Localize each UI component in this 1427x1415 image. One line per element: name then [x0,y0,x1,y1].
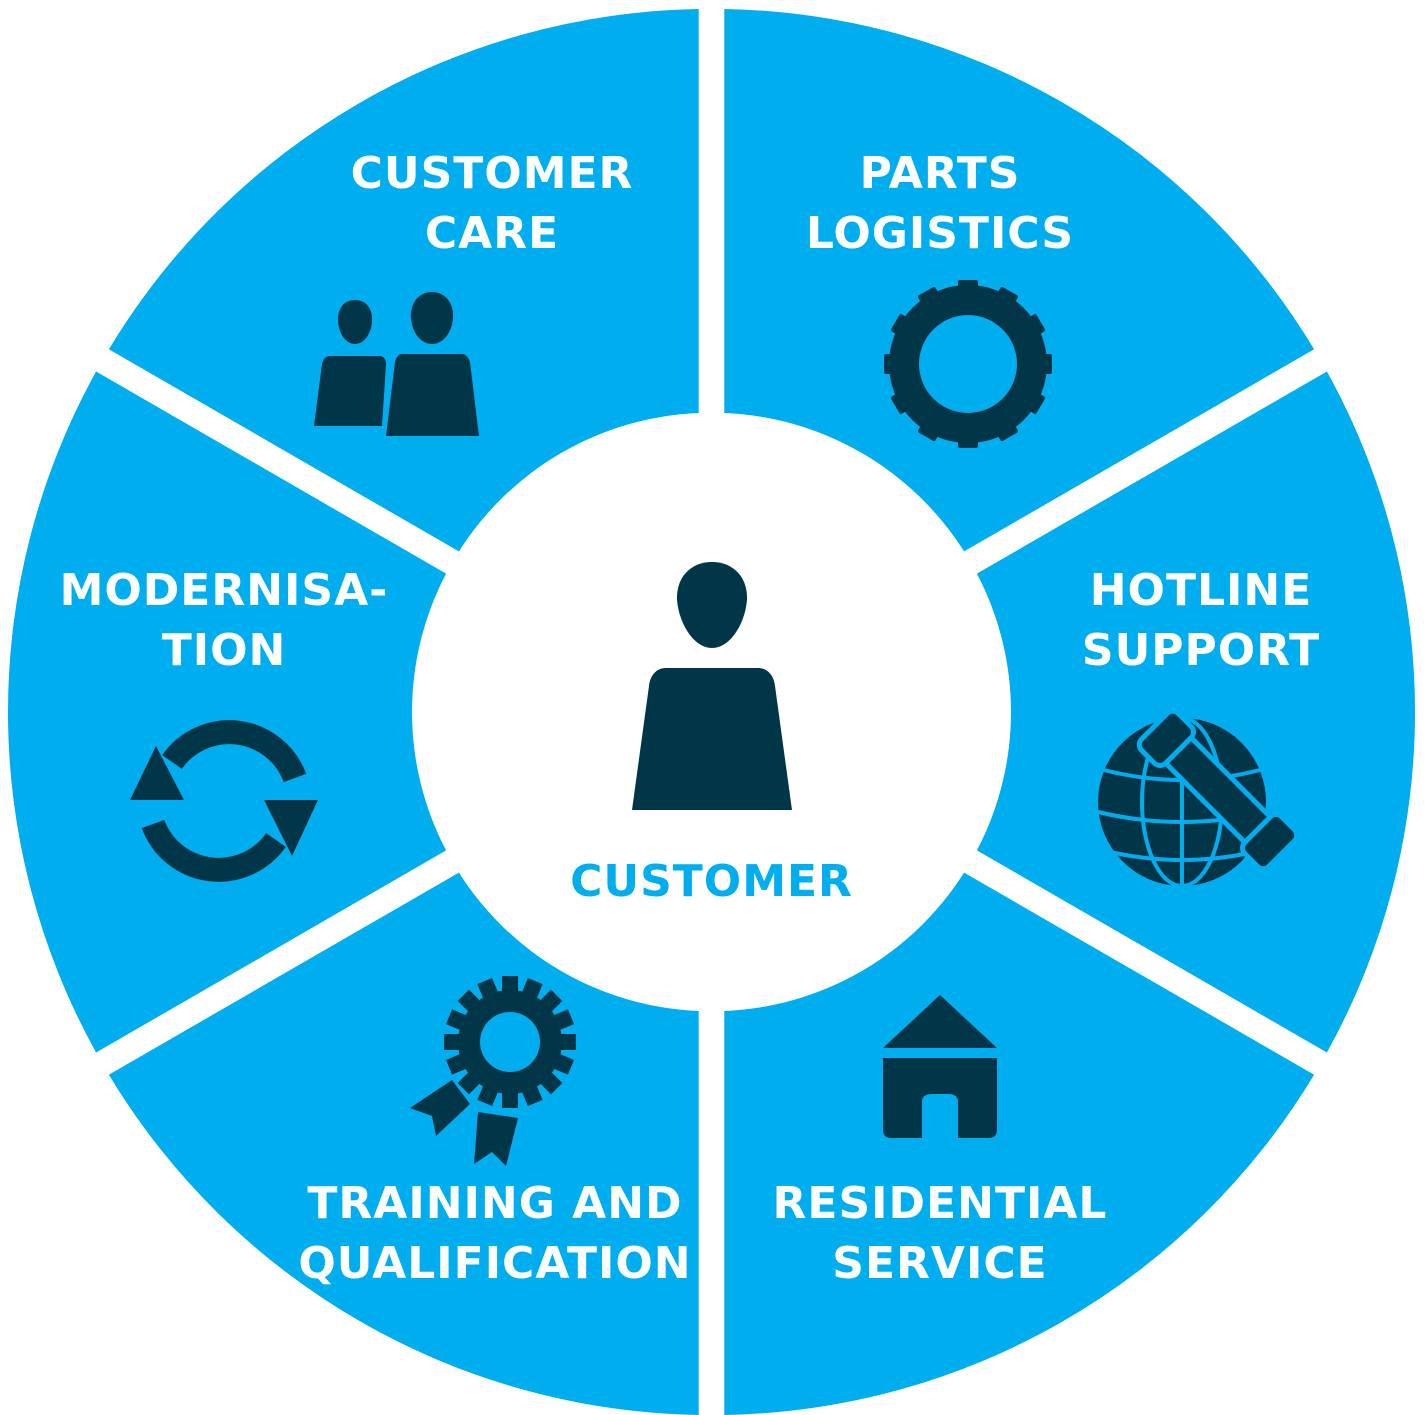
label-hotline-support-line2: SUPPORT [1082,625,1320,676]
award-icon [410,976,576,1166]
label-customer-care-line2: CARE [425,208,559,259]
segment-parts-logistics [724,9,1315,552]
label-parts-logistics-line1: PARTS [860,148,1021,199]
globe-phone-icon [1097,708,1300,888]
segment-hotline-support [976,371,1416,1053]
center-hub: CUSTOMER [413,414,1010,1010]
segment-labels: CUSTOMER CARE PARTS LOGISTICS HOTLINE SU… [60,148,1320,1289]
label-modernisation-line2: TION [162,625,287,676]
house-icon [883,995,997,1138]
center-label: CUSTOMER [570,856,853,907]
label-parts-logistics-line2: LOGISTICS [806,208,1074,259]
segment-customer-care [108,9,699,552]
label-training-qualification-line2: QUALIFICATION [298,1238,691,1289]
label-residential-service-line1: RESIDENTIAL [773,1178,1108,1229]
refresh-icon [130,720,318,882]
label-modernisation-line1: MODERNISA- [60,565,389,616]
segment-icons [130,280,1300,1166]
wheel-segments [7,9,1416,1415]
gear-icon [884,280,1052,448]
person-icon [632,562,792,810]
label-customer-care-line1: CUSTOMER [351,148,634,199]
label-hotline-support-line1: HOTLINE [1090,565,1313,616]
segment-residential-service [724,872,1315,1415]
label-residential-service-line2: SERVICE [832,1238,1047,1289]
label-training-qualification-line1: TRAINING AND [307,1178,682,1229]
segment-modernisation [7,371,447,1053]
people-icon [314,292,479,436]
